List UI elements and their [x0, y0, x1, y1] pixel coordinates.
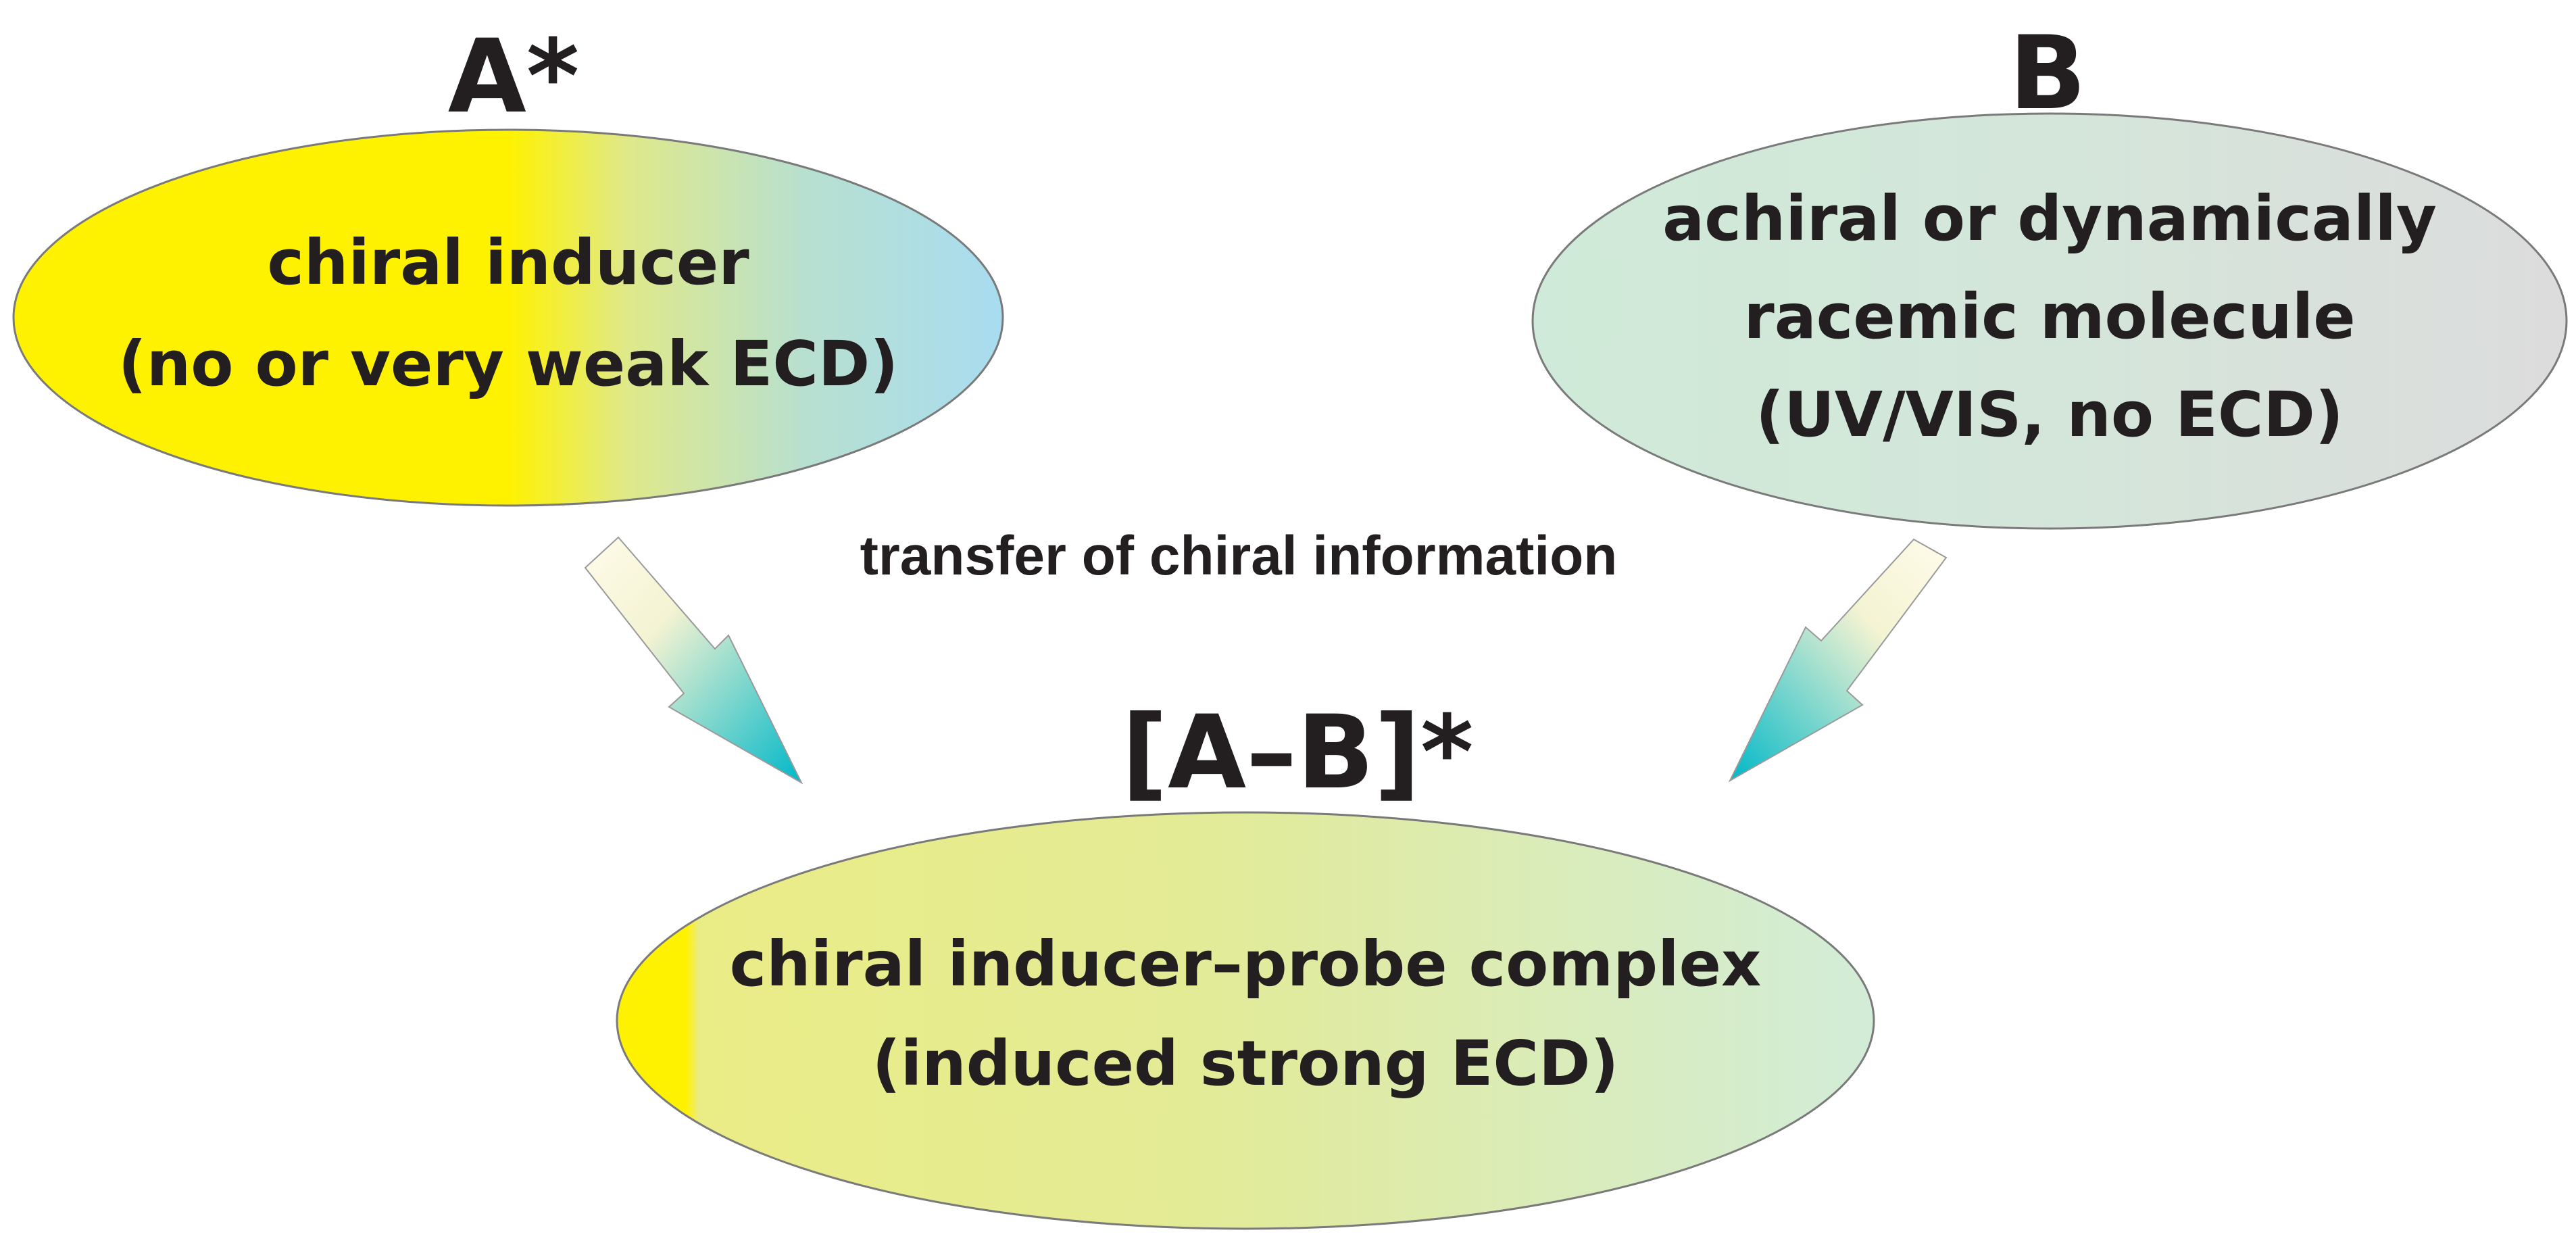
node-ab-line-2: (induced strong ECD): [872, 1027, 1619, 1100]
node-a-ellipse: [12, 128, 1004, 507]
node-b-ellipse: [1531, 112, 2568, 530]
arrow-right-icon: [1728, 538, 1948, 783]
node-ab-title: [A–B]*: [1122, 694, 1474, 812]
arrow-left-icon: [584, 536, 803, 785]
node-a-line-2: (no or very weak ECD): [118, 328, 899, 400]
transfer-label: transfer of chiral information: [860, 525, 1618, 587]
node-ab-line-1: chiral inducer–probe complex: [730, 928, 1762, 1000]
node-a-title: A*: [448, 18, 580, 136]
node-b-line-1: achiral or dynamically: [1662, 182, 2437, 255]
node-a-group: A* chiral inducer (no or very weak ECD): [12, 18, 1004, 507]
node-ab-ellipse: [616, 811, 1875, 1230]
node-a-line-1: chiral inducer: [267, 226, 749, 299]
node-b-group: B achiral or dynamically racemic molecul…: [1531, 15, 2568, 530]
node-b-line-3: (UV/VIS, no ECD): [1756, 378, 2344, 451]
node-b-line-2: racemic molecule: [1743, 280, 2355, 353]
node-ab-group: [A–B]* chiral inducer–probe complex (ind…: [616, 694, 1875, 1230]
